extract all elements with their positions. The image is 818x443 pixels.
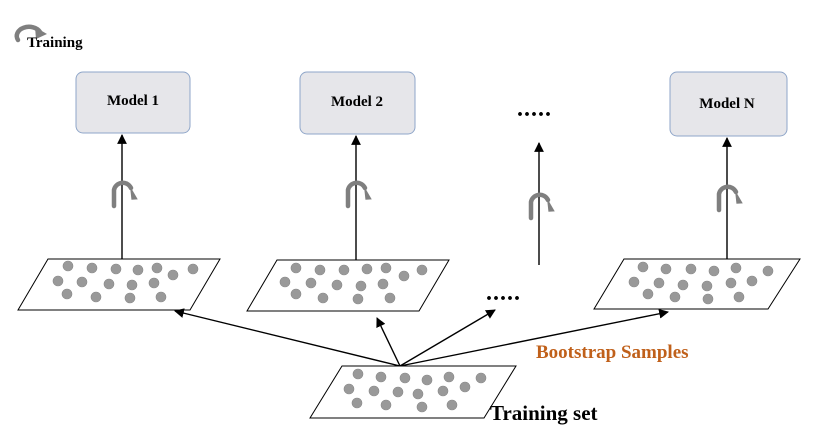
training-cycle-icon bbox=[716, 184, 743, 213]
training-set bbox=[309, 365, 517, 419]
bootstrap-sample-n bbox=[593, 258, 801, 310]
bootstrap-samples-label: Bootstrap Samples bbox=[536, 342, 689, 363]
model-box-2: Model 2 bbox=[299, 71, 416, 135]
training-cycle-icon bbox=[345, 180, 372, 209]
training-cycle-icon bbox=[14, 24, 47, 43]
legend: Training bbox=[14, 24, 83, 51]
sample-arrow bbox=[174, 308, 401, 367]
sample-dots bbox=[52, 260, 199, 304]
sample-arrow bbox=[376, 317, 401, 367]
training-set-label: Training set bbox=[490, 401, 598, 425]
sample-arrow bbox=[399, 309, 496, 367]
sample-dots bbox=[343, 368, 487, 413]
sample-arrow bbox=[399, 308, 669, 367]
models-ellipsis: ..... bbox=[517, 96, 552, 122]
model-label: Model N bbox=[699, 96, 755, 112]
training-cycle-icon bbox=[528, 192, 555, 221]
training-cycle-icon bbox=[111, 180, 138, 209]
sample-dots bbox=[279, 262, 428, 305]
legend-label: Training bbox=[27, 35, 83, 51]
model-box-1: Model 1 bbox=[75, 71, 191, 134]
samples-ellipsis: ..... bbox=[486, 280, 521, 306]
bootstrap-sample-2 bbox=[246, 259, 450, 312]
model-label: Model 2 bbox=[331, 94, 383, 110]
model-box-n: Model N bbox=[669, 71, 788, 137]
sample-dots bbox=[628, 261, 774, 305]
bootstrap-sample-1 bbox=[17, 258, 221, 311]
model-label: Model 1 bbox=[107, 93, 159, 109]
